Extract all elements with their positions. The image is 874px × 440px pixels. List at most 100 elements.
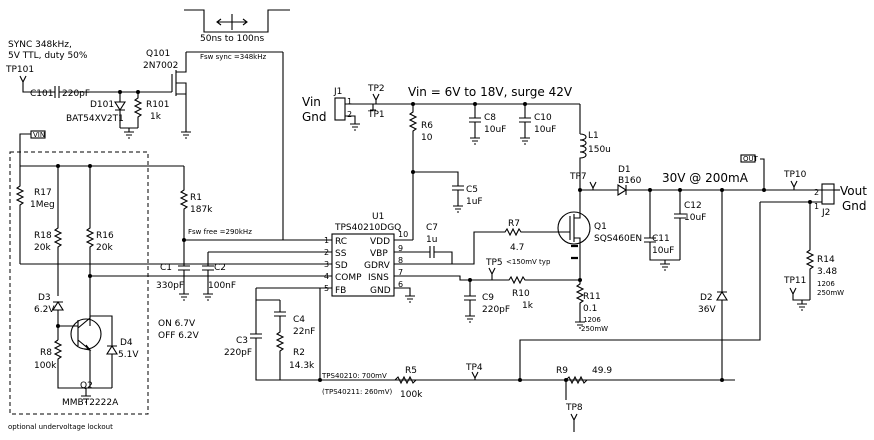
sync-input-section: SYNC 348kHz, 5V TTL, duty 50% TP101 C101… bbox=[5, 9, 290, 240]
l1-label: L1 bbox=[588, 131, 599, 141]
c8-symbol bbox=[469, 104, 481, 145]
tp2-symbol bbox=[372, 93, 380, 104]
junction-dot bbox=[518, 378, 522, 382]
pulse-waveform bbox=[184, 9, 290, 33]
tp101-label: TP101 bbox=[5, 65, 34, 75]
tp4-label: TP4 bbox=[465, 363, 483, 373]
junction-dot bbox=[56, 164, 60, 168]
q1-part: SQS460EN bbox=[594, 234, 642, 244]
c10-value: 10uF bbox=[534, 125, 556, 135]
fb-note-2: (TPS40211: 260mV) bbox=[322, 388, 392, 396]
q101-part: 2N7002 bbox=[143, 61, 178, 71]
r11-pkg2: 250mW bbox=[581, 325, 608, 333]
r17-symbol bbox=[15, 133, 31, 264]
j2-pin1: 1 bbox=[814, 202, 819, 211]
j2-connector bbox=[821, 183, 835, 205]
q1-symbol bbox=[569, 190, 581, 260]
r9-value: 49.9 bbox=[592, 366, 612, 376]
c12-value: 10uF bbox=[684, 213, 706, 223]
l1-symbol bbox=[579, 104, 587, 190]
c3-value: 220pF bbox=[224, 348, 252, 358]
r2-label: R2 bbox=[293, 348, 305, 358]
r10-value: 1k bbox=[522, 301, 534, 311]
c10-symbol bbox=[519, 104, 531, 145]
pin-isns: ISNS bbox=[368, 273, 389, 283]
j1-pin2: 2 bbox=[347, 110, 352, 119]
r11-value: 0.1 bbox=[583, 304, 597, 314]
j1-ground bbox=[345, 115, 360, 131]
r10-symbol bbox=[470, 275, 580, 285]
c12-symbol bbox=[660, 190, 686, 271]
uvlo-section: optional undervoltage lockout VIN R17 1M… bbox=[8, 130, 200, 431]
r1-value: 187k bbox=[190, 205, 213, 215]
q2-ground bbox=[81, 388, 91, 403]
mosfet-section: Q1 SQS460EN R7 4.7 R11 0.1 1206 250mW R1… bbox=[464, 190, 642, 333]
junction-dot bbox=[411, 170, 415, 174]
q101-drain-wire bbox=[186, 51, 284, 240]
r5-value: 100k bbox=[400, 390, 423, 400]
j2-pin2: 2 bbox=[814, 188, 819, 197]
c7-label: C7 bbox=[426, 223, 438, 233]
tp5-note: <150mV typ bbox=[506, 258, 551, 266]
tp8-symbol bbox=[565, 380, 578, 432]
r6-symbol bbox=[408, 104, 418, 240]
pulse-width-arrow bbox=[216, 14, 248, 30]
j2-label: J2 bbox=[821, 208, 830, 218]
d1-symbol bbox=[617, 184, 840, 196]
d2-symbol bbox=[716, 190, 728, 380]
c11-symbol bbox=[644, 190, 680, 261]
d2-label: D2 bbox=[700, 293, 713, 303]
tp1-symbol bbox=[370, 104, 376, 111]
d2-value: 36V bbox=[698, 305, 716, 315]
uvlo-note: optional undervoltage lockout bbox=[8, 423, 113, 431]
uvlo-dashed-box bbox=[9, 151, 149, 415]
u1-label: U1 bbox=[372, 212, 384, 222]
tp101-symbol bbox=[19, 75, 27, 84]
r16-label: R16 bbox=[96, 231, 114, 241]
r14-value: 3.48 bbox=[817, 267, 837, 277]
d3-label: D3 bbox=[38, 293, 51, 303]
j1-pin1: 1 bbox=[347, 97, 352, 106]
vout-label: Vout bbox=[840, 184, 867, 198]
j1-label: J1 bbox=[333, 87, 342, 97]
pin-vbp: VBP bbox=[370, 249, 388, 259]
pulse-width-note: 50ns to 100ns bbox=[200, 34, 264, 44]
tp10-symbol bbox=[790, 180, 798, 190]
r6-label: R6 bbox=[421, 121, 433, 131]
fsw-sync-label: Fsw sync =348kHz bbox=[200, 53, 266, 61]
vout-spec-label: 30V @ 200mA bbox=[662, 171, 749, 185]
pin-num-7: 7 bbox=[398, 268, 403, 277]
r14-label: R14 bbox=[817, 255, 835, 265]
c9-label: C9 bbox=[482, 293, 494, 303]
u1-part: TPS40210DGQ bbox=[334, 223, 401, 233]
c5-value: 1uF bbox=[466, 197, 483, 207]
c2-value: 100nF bbox=[208, 281, 236, 291]
vin-range-label: Vin = 6V to 18V, surge 42V bbox=[408, 85, 573, 99]
c12-label: C12 bbox=[684, 201, 702, 211]
r101-symbol bbox=[133, 92, 143, 128]
c4-value: 22nF bbox=[293, 327, 315, 337]
q101-label: Q101 bbox=[146, 49, 170, 59]
r16-value: 20k bbox=[96, 243, 113, 253]
q101-ground bbox=[181, 128, 191, 139]
r101-value: 1k bbox=[150, 112, 162, 122]
r5-label: R5 bbox=[405, 366, 417, 376]
q2-symbol bbox=[58, 316, 92, 388]
r1-symbol bbox=[20, 165, 189, 240]
u1-left-pin-wires bbox=[20, 239, 332, 296]
q1-label: Q1 bbox=[594, 222, 607, 232]
d101-label: D101 bbox=[90, 100, 114, 110]
r101-label: R101 bbox=[146, 100, 169, 110]
c5-label: C5 bbox=[466, 185, 478, 195]
d3-symbol bbox=[52, 300, 64, 340]
r2-value: 14.3k bbox=[289, 361, 315, 371]
pin-gnd: GND bbox=[370, 286, 391, 296]
controller-u1: U1 TPS40210DGQ RC SS SD COMP FB VDD VBP … bbox=[20, 165, 483, 303]
tp8-label: TP8 bbox=[565, 403, 583, 413]
r6-value: 10 bbox=[421, 133, 433, 143]
pin-gdrv: GDRV bbox=[364, 261, 391, 271]
r9-label: R9 bbox=[556, 366, 568, 376]
pin-ss: SS bbox=[335, 249, 347, 259]
d1-part: B160 bbox=[618, 176, 642, 186]
pin-rc: RC bbox=[335, 237, 347, 247]
